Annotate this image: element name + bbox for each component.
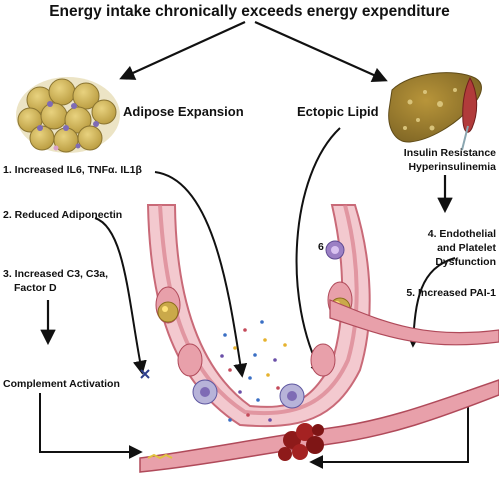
reduced-adiponectin-label: 2. Reduced Adiponectin xyxy=(3,209,123,221)
top-arrows xyxy=(119,20,388,83)
increased-c3-label: 3. Increased C3, C3a, xyxy=(3,268,109,280)
ectopic-lipid-label: Ectopic Lipid xyxy=(297,104,379,119)
factor-d-label: Factor D xyxy=(14,282,57,294)
vessel-wall-bottom xyxy=(139,299,499,473)
platelet-label: and Platelet xyxy=(437,242,496,254)
complement-activation-label: Complement Activation xyxy=(3,378,120,390)
adipose-expansion-label: Adipose Expansion xyxy=(123,104,244,119)
adipose-tissue xyxy=(16,77,120,153)
item-six-label: 6 xyxy=(318,241,324,253)
liver-illustration xyxy=(388,72,482,151)
hyperinsulinemia-label: Hyperinsulinemia xyxy=(408,161,496,173)
insulin-resistance-label: Insulin Resistance xyxy=(403,147,496,159)
increased-pai1-label: 5. Increased PAI-1 xyxy=(406,287,496,299)
right-arrows xyxy=(295,127,469,469)
endothelial-label: 4. Endothelial xyxy=(427,228,496,240)
left-arrows xyxy=(39,171,248,459)
dysfunction-label: Dysfunction xyxy=(435,256,496,268)
increased-cytokines-label: 1. Increased IL6, TNFα. IL1β xyxy=(3,164,142,176)
thrombus xyxy=(278,423,324,461)
diagram-title: Energy intake chronically exceeds energy… xyxy=(49,3,450,20)
cytokine-particles xyxy=(220,320,287,422)
